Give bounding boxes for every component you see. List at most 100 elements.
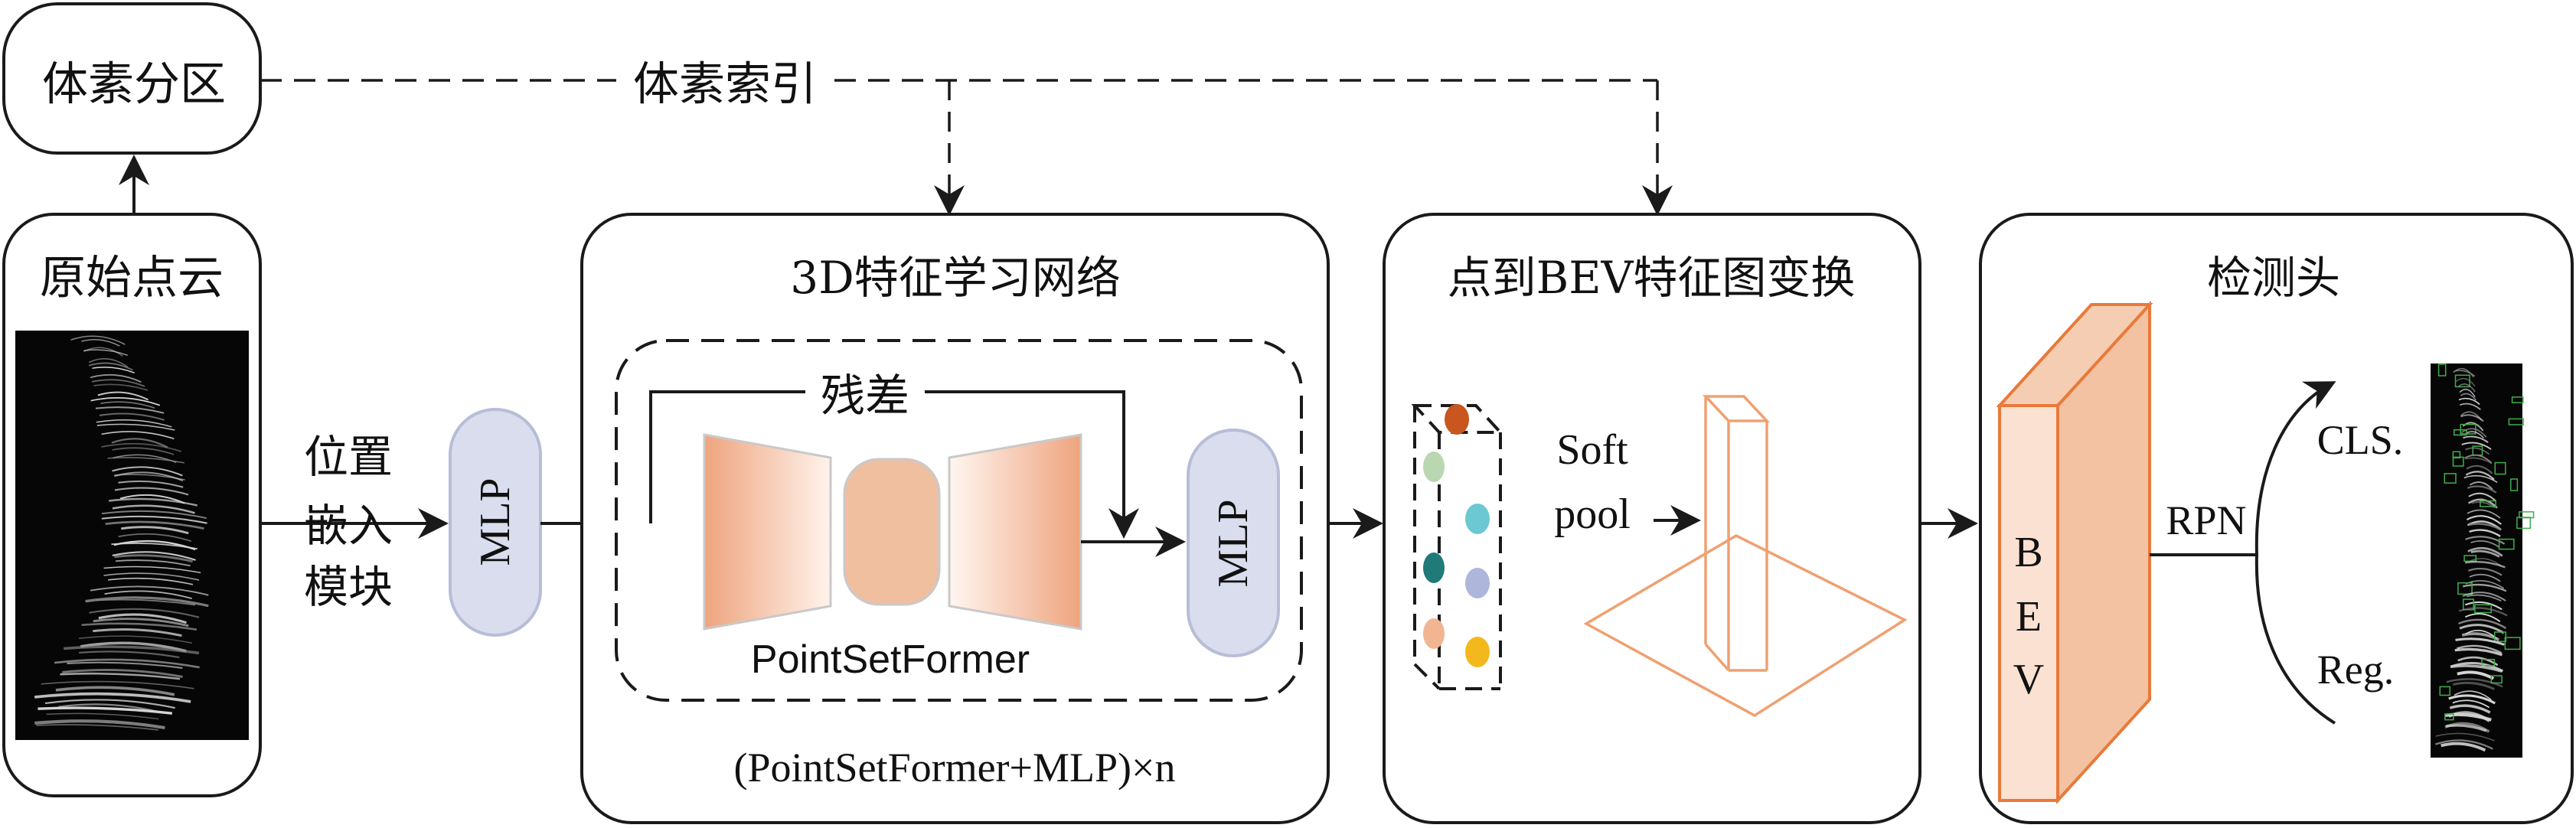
lidar-streak: [2469, 573, 2501, 582]
lidar-streak: [79, 650, 180, 659]
lidar-streak: [104, 590, 192, 599]
lidar-streak: [2464, 601, 2503, 611]
lidar-streak: [2465, 447, 2490, 455]
rpn-label: RPN: [2166, 497, 2247, 543]
lidar-streak: [93, 383, 149, 391]
detection-box: [2474, 604, 2492, 614]
lidar-streak: [109, 497, 198, 507]
lidar-streak: [101, 510, 207, 520]
lidar-streak: [2466, 465, 2493, 474]
bev-letter-b: B: [2014, 529, 2043, 576]
cls-label: CLS.: [2316, 417, 2404, 463]
bev-transform-title: 点到BEV特征图变换: [1447, 252, 1856, 304]
lidar-streak: [2465, 457, 2493, 465]
lidar-streak: [98, 613, 187, 624]
pillar: [1702, 395, 1771, 672]
lidar-streak: [78, 635, 192, 644]
decoder-trapezoid: [948, 433, 1082, 631]
raw-lidar-image: [15, 331, 249, 740]
lidar-streak: [2460, 428, 2487, 438]
lidar-streak: [90, 397, 161, 406]
lidar-streak: [112, 551, 196, 561]
lidar-streak: [112, 504, 195, 514]
lidar-streak: [92, 367, 135, 374]
detection-box: [2510, 478, 2519, 491]
lidar-streak: [80, 641, 187, 653]
lidar-streak: [96, 419, 172, 428]
lidar-streak: [2456, 644, 2503, 654]
lidar-streak: [2464, 613, 2501, 623]
raw-point-cloud-title: 原始点云: [40, 251, 224, 305]
lidar-streak: [2467, 485, 2497, 494]
lidar-streak: [2465, 431, 2484, 438]
lidar-streak: [112, 466, 183, 477]
lidar-streak: [36, 724, 158, 731]
mlp-right-label: MLP: [1210, 499, 1257, 588]
lidar-streak: [2465, 536, 2506, 545]
lidar-streak: [108, 577, 194, 585]
voxel-dots: [1423, 404, 1490, 667]
lidar-streak: [2452, 699, 2490, 709]
lidar-streak: [115, 559, 191, 567]
lidar-streak: [95, 406, 165, 414]
lidar-streak: [90, 373, 142, 383]
mlp-right-pill: [1187, 429, 1280, 657]
lidar-streak: [88, 362, 133, 371]
lidar-streak: [121, 526, 189, 535]
lidar-streak: [2462, 583, 2507, 592]
lidar-streak: [2465, 560, 2506, 569]
lidar-streak: [97, 391, 149, 401]
voxel-index-label: 体素索引: [622, 47, 828, 114]
detection-box: [2498, 538, 2515, 550]
lidar-streak: [103, 566, 201, 574]
lidar-streak: [2446, 678, 2503, 688]
pool-label: pool: [1554, 491, 1631, 538]
detection-box: [2452, 451, 2461, 459]
lidar-streak: [2467, 546, 2503, 557]
lidar-streak: [114, 554, 193, 563]
detection-box: [2454, 374, 2470, 388]
lidar-streak: [2468, 492, 2497, 502]
lidar-streak: [2463, 454, 2493, 464]
lidar-streak: [2460, 414, 2484, 422]
lidar-streak: [118, 480, 184, 488]
lidar-streak: [112, 447, 175, 455]
residual-label: 残差: [805, 360, 926, 424]
feature-network-title: 3D特征学习网络: [790, 252, 1121, 304]
lidar-streak: [114, 474, 185, 481]
lidar-streak: [2470, 540, 2500, 548]
lidar-streak: [2457, 383, 2476, 393]
lidar-streak: [2454, 370, 2476, 377]
lidar-streak: [62, 669, 183, 678]
lidar-streak: [2469, 481, 2493, 491]
lidar-streak: [96, 423, 175, 431]
repeat-label: (PointSetFormer+MLP)×n: [733, 745, 1176, 791]
lidar-streak: [107, 457, 184, 464]
lidar-streak: [111, 543, 198, 550]
lidar-streak: [2444, 712, 2492, 722]
lidar-streak: [2460, 393, 2477, 401]
lidar-streak: [85, 596, 209, 608]
pointsetformer-label: PointSetFormer: [750, 637, 1030, 682]
lidar-streak: [67, 661, 183, 669]
lidar-streak: [2455, 377, 2476, 387]
lidar-streak: [2466, 515, 2502, 525]
lidar-streak: [91, 379, 145, 387]
lidar-streak: [118, 533, 192, 543]
lidar-streak: [103, 572, 200, 581]
branch-cls: [2254, 381, 2336, 556]
lidar-streak: [111, 438, 168, 448]
bev-block-front: [1998, 404, 2059, 802]
lidar-streak: [119, 494, 185, 504]
lidar-streak: [34, 719, 165, 729]
detection-head-title: 检测头: [2206, 252, 2341, 304]
lidar-streak: [2462, 592, 2506, 601]
lidar-streak: [2460, 403, 2481, 410]
lidar-streak: [81, 339, 120, 347]
detection-box: [2504, 637, 2521, 650]
lidar-streak: [2467, 567, 2503, 576]
lidar-streak: [2459, 624, 2505, 634]
lidar-streak: [90, 585, 209, 596]
detection-box: [2457, 582, 2473, 595]
